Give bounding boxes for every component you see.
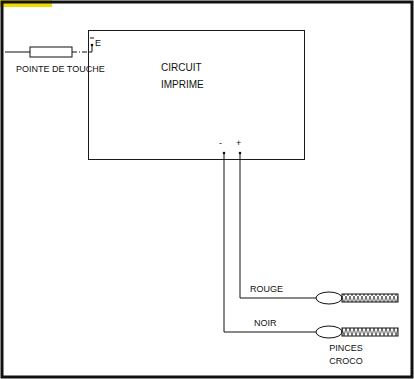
board-title: CIRCUIT IMPRIME (161, 59, 241, 93)
probe-body (30, 47, 72, 57)
pad-mark (90, 38, 94, 39)
input-pad (91, 44, 94, 47)
probe-wire (5, 52, 30, 53)
wire-label: ROUGE (250, 284, 283, 295)
black-wire (224, 153, 316, 332)
wire-label: NOIR (254, 318, 277, 329)
red-clip-jaw (342, 294, 398, 302)
part-label: POINTE DE TOUCHE (16, 64, 105, 75)
frame (2, 2, 412, 377)
red-clip-body (316, 292, 342, 304)
part-label: PINCES CROCO (318, 342, 374, 368)
pin-label: - (219, 138, 222, 149)
pin-label: + (236, 138, 241, 149)
circuit-board-box: CIRCUIT IMPRIME (88, 30, 305, 160)
pin-label: E (95, 38, 101, 49)
probe-lead (72, 52, 88, 53)
red-wire (240, 153, 316, 298)
black-clip-body (316, 326, 342, 338)
black-clip-jaw (342, 328, 398, 336)
